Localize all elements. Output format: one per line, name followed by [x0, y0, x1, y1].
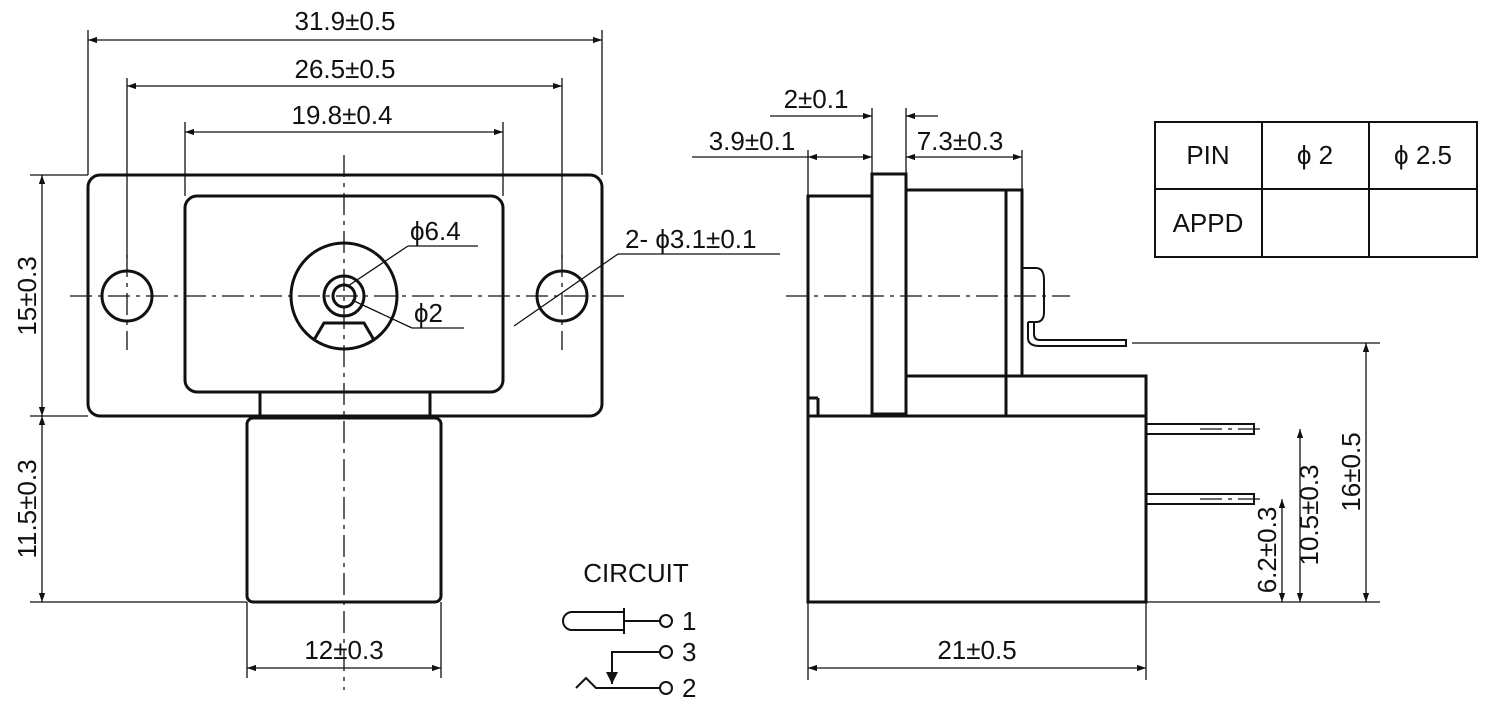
side-top-contact: [1022, 267, 1045, 323]
dim-top-pin-height: 16±0.5: [1336, 432, 1366, 511]
dim-body-width: 12±0.3: [304, 635, 383, 665]
appd-table: [1154, 121, 1478, 258]
table-header-pin: PIN: [1186, 140, 1229, 170]
dim-mid-pin-height: 10.5±0.3: [1294, 464, 1324, 565]
dim-flange-thickness: 2±0.1: [784, 84, 849, 114]
dim-outer-diameter: ϕ6.4: [410, 216, 461, 246]
side-view: [786, 172, 1264, 604]
table-row-appd: APPD: [1173, 208, 1244, 238]
dim-flange-height: 15±0.3: [12, 256, 42, 335]
circuit-plug: [562, 611, 624, 631]
circuit-pin-3: 3: [682, 637, 696, 667]
dim-pin-diameter: ϕ2: [414, 298, 443, 328]
dim-overall-width: 31.9±0.5: [294, 6, 395, 36]
dim-body-height: 11.5±0.3: [12, 459, 42, 558]
circuit-pin-1: 1: [682, 606, 696, 636]
dim-hole-spacing: 26.5±0.5: [294, 54, 395, 84]
table-header-d2: ϕ 2: [1297, 140, 1333, 170]
circuit-symbol: [562, 608, 673, 695]
dim-side-depth: 21±0.5: [937, 635, 1016, 665]
circuit-pin-2: 2: [682, 673, 696, 703]
side-base: [806, 414, 1148, 604]
dim-low-pin-height: 6.2±0.3: [1252, 507, 1282, 594]
side-flange-plate: [870, 172, 908, 416]
circuit-title: CIRCUIT: [583, 558, 689, 588]
dim-rear-depth: 7.3±0.3: [917, 126, 1004, 156]
side-dimensions: [692, 108, 1380, 680]
dim-mount-holes: 2- ϕ3.1±0.1: [625, 224, 756, 254]
dim-front-depth: 3.9±0.1: [709, 126, 796, 156]
table-header-d25: ϕ 2.5: [1394, 140, 1452, 170]
front-dimensions: [30, 30, 780, 678]
front-view: [70, 155, 628, 690]
dim-inner-width: 19.8±0.4: [291, 100, 392, 130]
